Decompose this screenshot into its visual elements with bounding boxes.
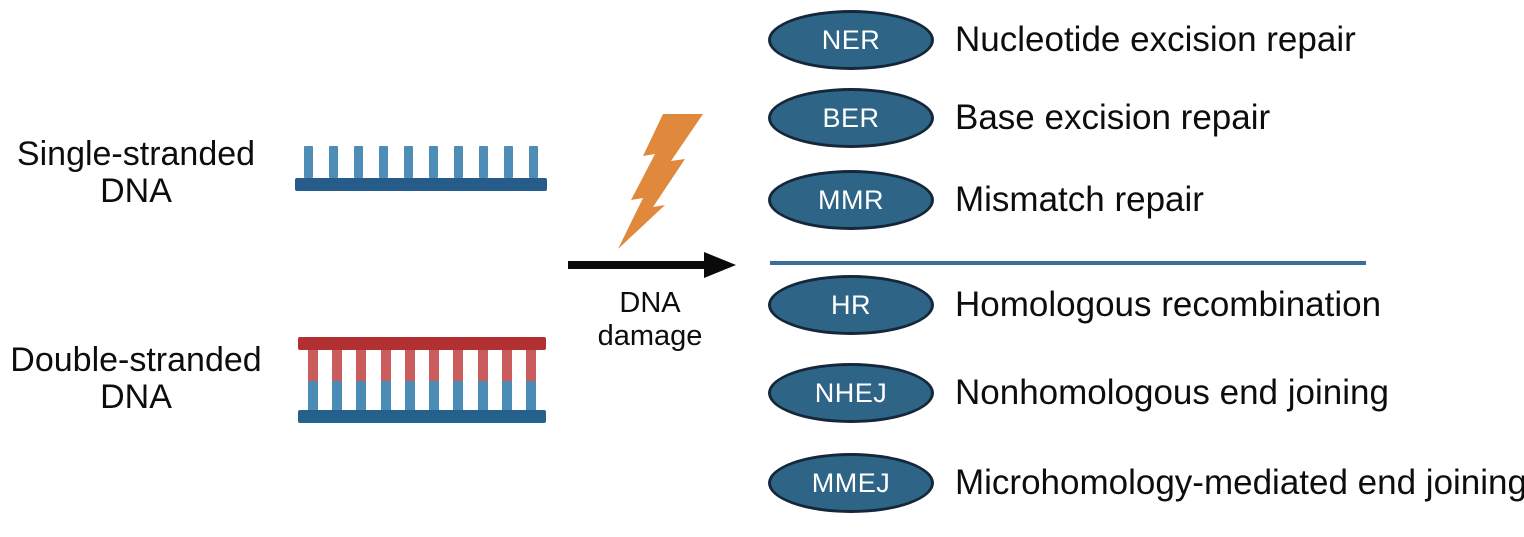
ssdna-icon [295, 146, 547, 191]
damage-arrow [568, 252, 736, 278]
hr-ellipse: HR [768, 275, 934, 335]
ssdna-label: Single-stranded DNA [16, 135, 256, 210]
pathway-row-ner: NER Nucleotide excision repair [768, 10, 1356, 70]
pathway-divider [770, 261, 1366, 265]
ber-name: Base excision repair [955, 98, 1271, 137]
dsdna-top-backbone [298, 337, 546, 350]
mmej-abbr: MMEJ [811, 467, 891, 498]
ner-abbr: NER [821, 24, 881, 55]
pathway-row-mmr: MMR Mismatch repair [768, 170, 1204, 230]
mmej-name: Microhomology-mediated end joining [955, 463, 1524, 502]
mmr-name: Mismatch repair [955, 180, 1204, 219]
pathway-row-hr: HR Homologous recombination [768, 275, 1381, 335]
mmr-abbr: MMR [818, 184, 884, 215]
dsdna-label: Double-stranded DNA [10, 341, 262, 416]
mmej-ellipse: MMEJ [768, 453, 934, 513]
pathway-row-nhej: NHEJ Nonhomologous end joining [768, 363, 1389, 423]
nhej-ellipse: NHEJ [768, 363, 934, 423]
dsdna-icon [298, 337, 546, 423]
pathway-row-ber: BER Base excision repair [768, 88, 1270, 148]
dna-damage-label: DNA damage [597, 287, 703, 352]
ssdna-teeth [295, 146, 547, 178]
ssdna-backbone [295, 178, 547, 191]
lightning-bolt-icon [618, 114, 703, 249]
hr-name: Homologous recombination [955, 285, 1382, 324]
nhej-name: Nonhomologous end joining [955, 373, 1389, 412]
ner-name: Nucleotide excision repair [955, 20, 1356, 59]
ber-abbr: BER [822, 102, 880, 133]
ber-ellipse: BER [768, 88, 934, 148]
mmr-ellipse: MMR [768, 170, 934, 230]
pathway-row-mmej: MMEJ Microhomology-mediated end joining [768, 453, 1524, 513]
dsdna-rungs [298, 350, 546, 410]
ner-ellipse: NER [768, 10, 934, 70]
hr-abbr: HR [831, 289, 871, 320]
dsdna-bottom-backbone [298, 410, 546, 423]
nhej-abbr: NHEJ [814, 377, 888, 408]
